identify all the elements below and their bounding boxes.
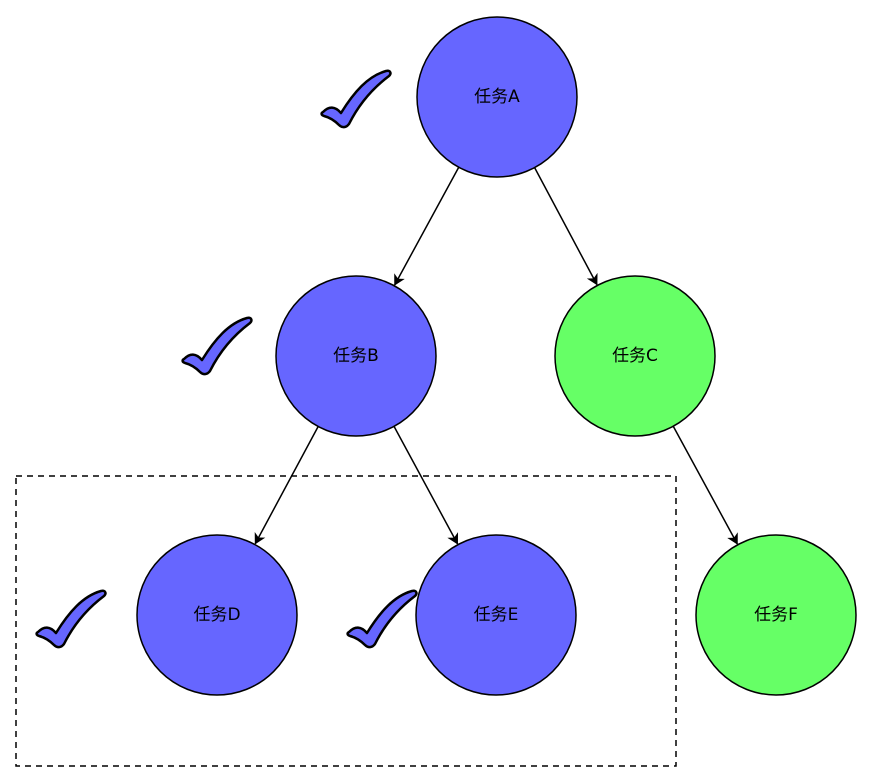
edge-a-c: [533, 167, 598, 286]
node-label: 任务D: [193, 605, 240, 625]
group-frame: [15, 475, 677, 767]
node-task-b[interactable]: 任务B: [275, 275, 437, 437]
node-task-d[interactable]: 任务D: [136, 534, 298, 696]
checkmark-shape: [181, 316, 253, 376]
node-circle: [136, 534, 298, 696]
node-task-f[interactable]: 任务F: [695, 534, 857, 696]
node-label: 任务A: [474, 87, 520, 107]
checkmark-icon: [35, 589, 107, 649]
checkmark-shape: [320, 69, 392, 129]
checkmark-shape: [35, 589, 107, 649]
edge-a-b: [394, 166, 460, 286]
node-task-a[interactable]: 任务A: [416, 16, 578, 178]
checkmark-icon: [320, 69, 392, 129]
node-label: 任务C: [612, 346, 658, 366]
edge-b-d: [254, 426, 319, 545]
checkmark-icon: [181, 316, 253, 376]
node-label: 任务B: [333, 346, 379, 366]
node-task-e[interactable]: 任务E: [415, 534, 577, 696]
node-circle: [275, 275, 437, 437]
node-task-c[interactable]: 任务C: [554, 275, 716, 437]
checkmark-shape: [346, 589, 418, 649]
node-circle: [415, 534, 577, 696]
node-circle: [695, 534, 857, 696]
edges: [254, 166, 738, 545]
node-circle: [554, 275, 716, 437]
node-circle: [416, 16, 578, 178]
edge-b-e: [393, 426, 459, 545]
checkmark-icon: [346, 589, 418, 649]
edge-c-f: [672, 425, 738, 545]
node-label: 任务E: [474, 605, 519, 625]
node-label: 任务F: [754, 605, 798, 625]
